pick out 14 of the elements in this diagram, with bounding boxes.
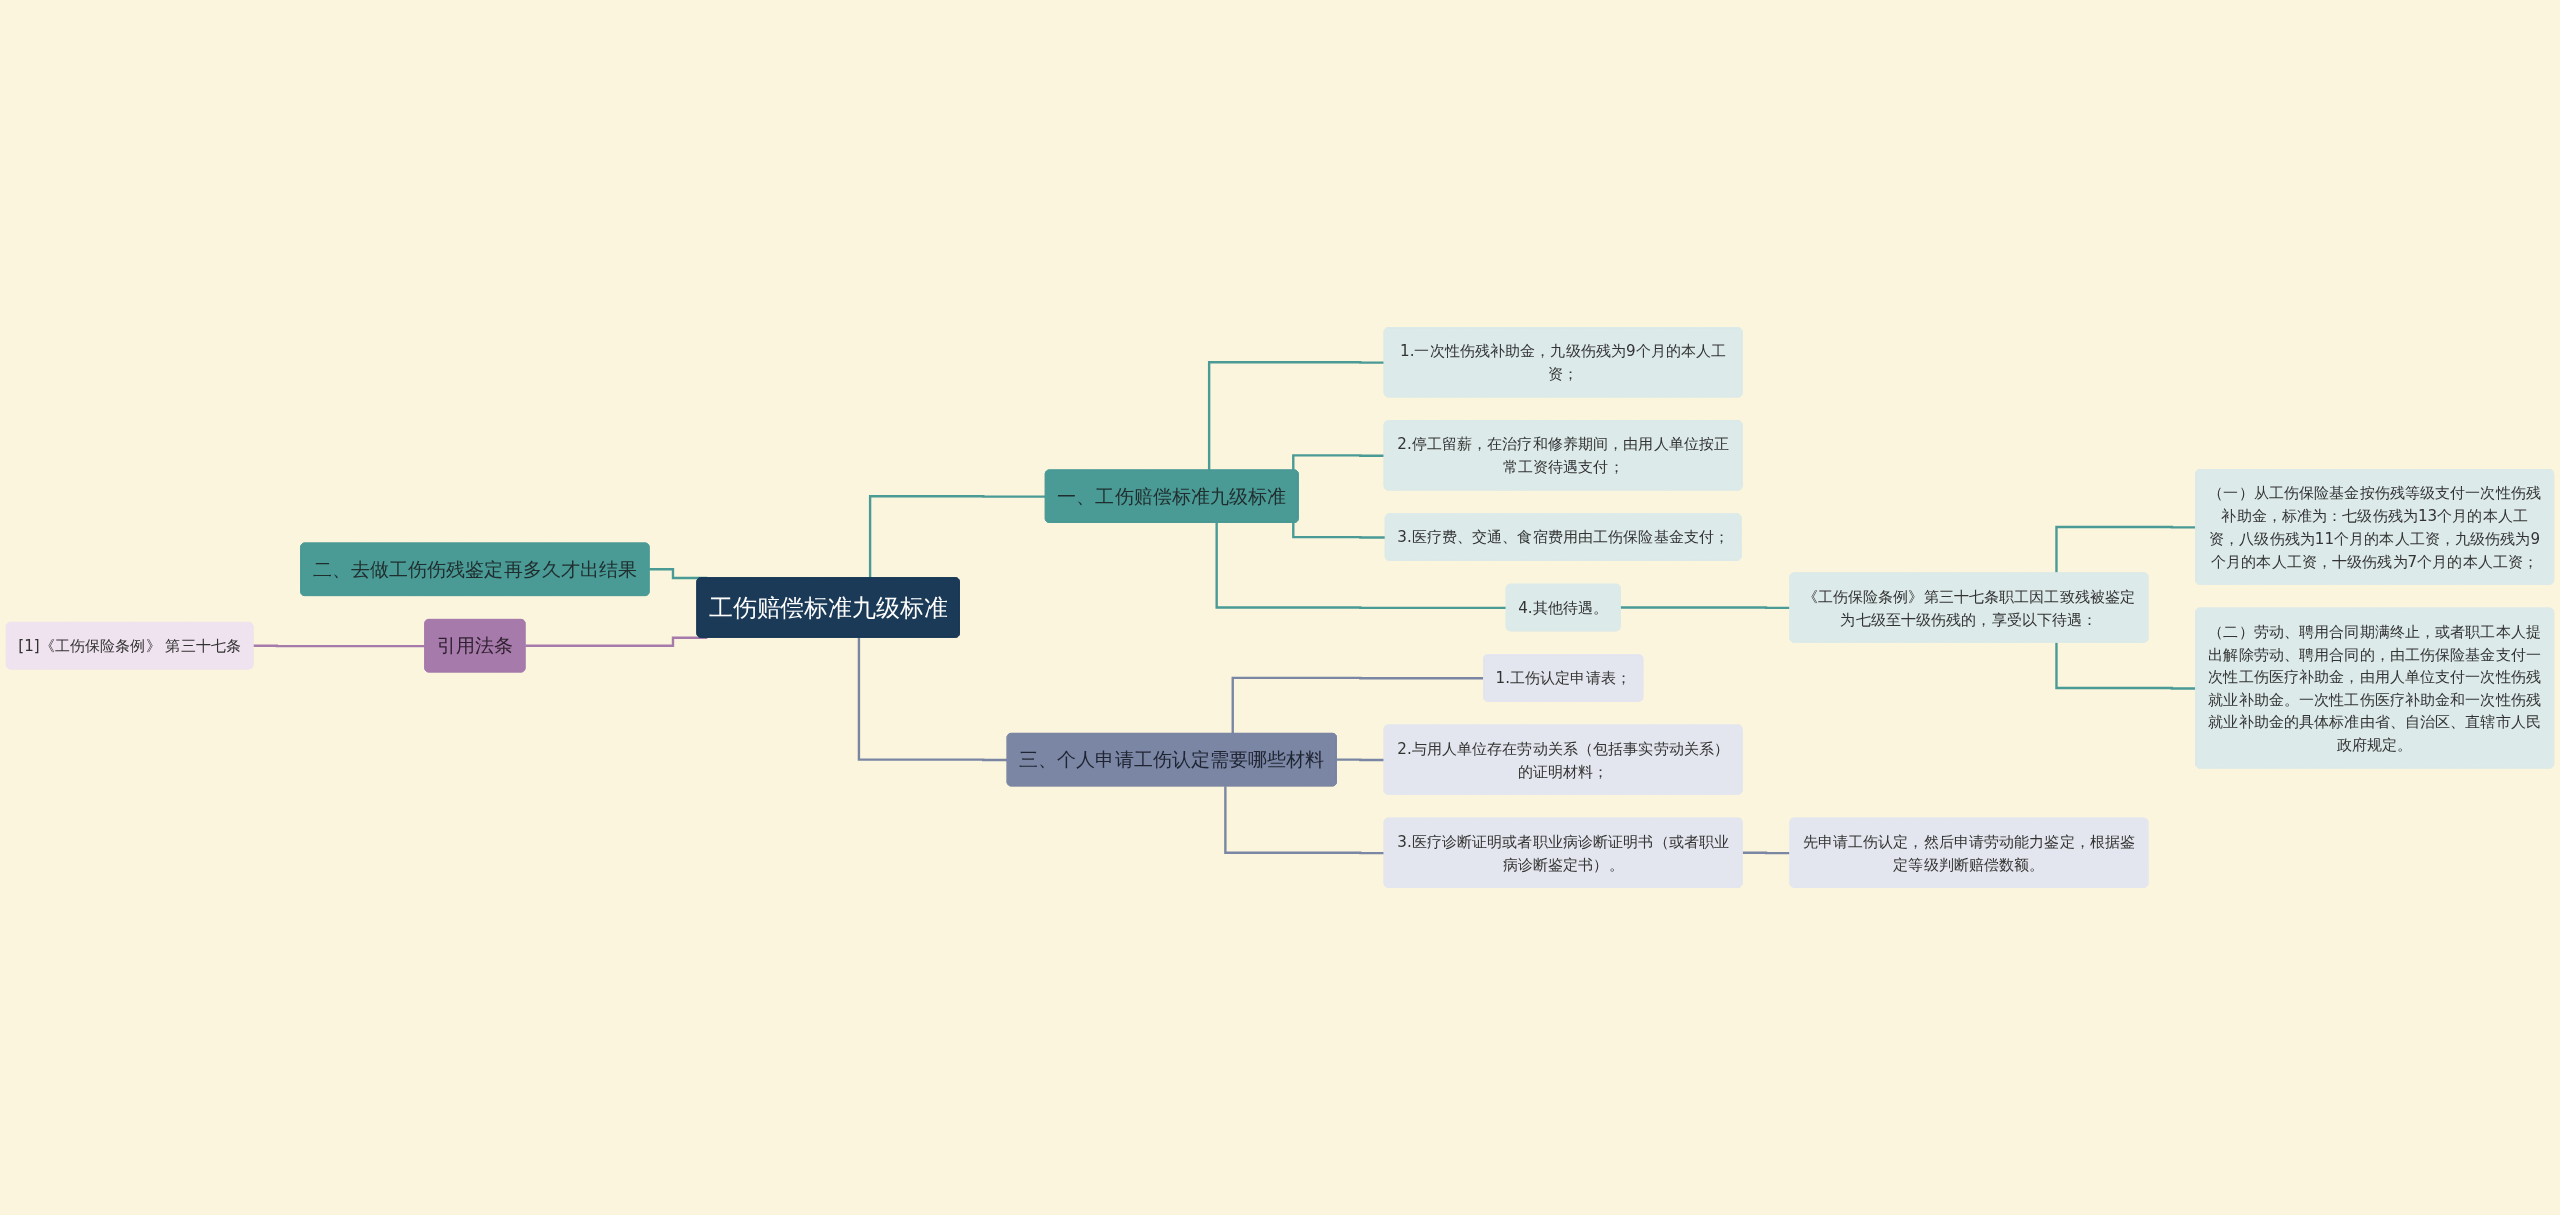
connector bbox=[1741, 851, 1791, 855]
connector bbox=[2055, 525, 2197, 574]
connector bbox=[2055, 642, 2197, 690]
connector bbox=[252, 644, 426, 648]
connector bbox=[857, 637, 1008, 762]
connector bbox=[868, 495, 1046, 579]
connector bbox=[1231, 676, 1484, 734]
connector bbox=[1207, 361, 1385, 471]
connector bbox=[1224, 786, 1385, 855]
connector bbox=[1292, 454, 1385, 471]
connector bbox=[1215, 522, 1507, 610]
connector bbox=[1292, 522, 1386, 539]
connector bbox=[1619, 606, 1791, 610]
connector bbox=[1335, 758, 1385, 762]
